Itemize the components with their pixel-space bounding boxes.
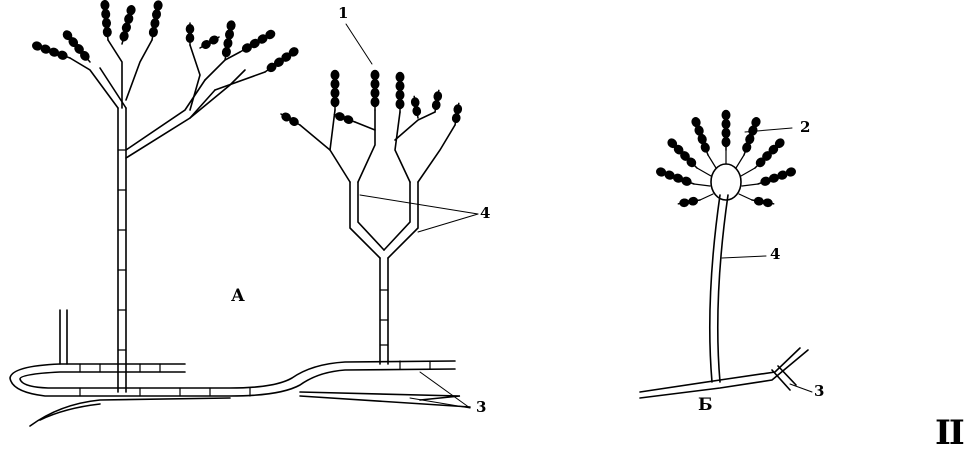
hypha-substrate (10, 310, 470, 426)
panel-b-aspergillus (640, 110, 812, 398)
label-4-a: 4 (480, 206, 490, 221)
hypha-b (640, 348, 800, 392)
label-4-b: 4 (770, 247, 780, 262)
panel-a-penicillium (10, 0, 478, 426)
label-roman-numeral: II (935, 416, 963, 450)
conidiophore-left (70, 40, 265, 392)
label-a: А (231, 288, 245, 305)
conidiophore-right (300, 110, 455, 364)
label-2: 2 (800, 120, 810, 135)
label-3-b: 3 (814, 384, 824, 399)
spore-chains-left (31, 0, 301, 76)
leader-lines-a (346, 24, 478, 408)
spore-chains-right (279, 70, 463, 129)
label-b: Б (698, 397, 713, 414)
sterigmata (694, 150, 758, 200)
vesicle (711, 164, 741, 200)
label-1: 1 (338, 6, 348, 21)
label-3-a: 3 (476, 400, 486, 415)
